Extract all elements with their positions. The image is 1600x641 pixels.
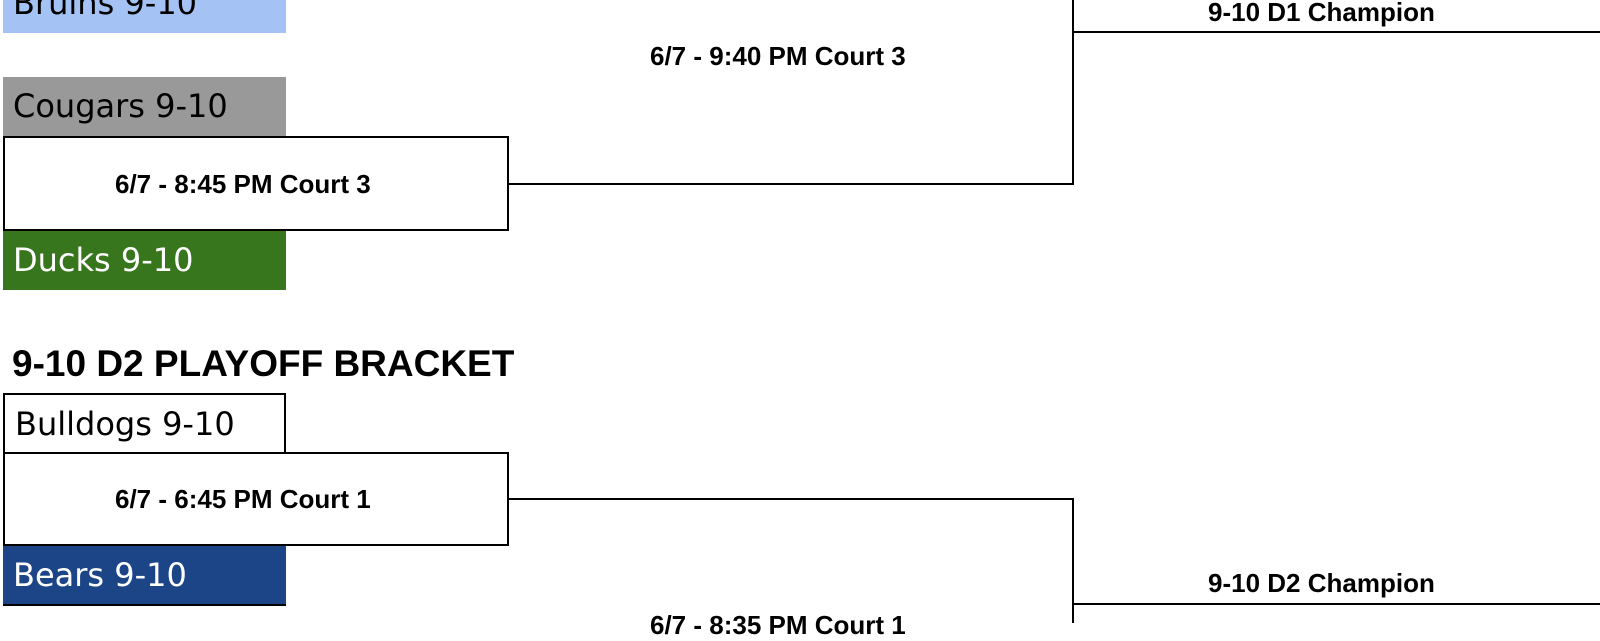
team-label: Bulldogs 9-10	[15, 405, 235, 443]
game-time-d2-semifinal: 6/7 - 6:45 PM Court 1	[115, 484, 371, 514]
team-label: Bears 9-10	[13, 556, 187, 594]
bracket-title-d2: 9-10 D2 PLAYOFF BRACKET	[12, 343, 515, 384]
team-label: Cougars 9-10	[13, 87, 228, 125]
connector-d1-semifinal	[507, 183, 1074, 185]
bracket-bottom-d2	[3, 544, 509, 546]
team-label: Bruins 9-10	[13, 0, 198, 22]
bracket-top-d2	[284, 452, 509, 454]
champion-line-d1	[1073, 31, 1600, 33]
bracket-top-d1	[3, 136, 509, 138]
team-slot-bears: Bears 9-10	[3, 546, 286, 605]
champion-line-d2	[1073, 603, 1600, 605]
connector-d1-final	[1072, 0, 1074, 185]
game-time-d1-semifinal: 6/7 - 8:45 PM Court 3	[115, 169, 371, 199]
game-time-d1-final: 6/7 - 9:40 PM Court 3	[650, 41, 906, 71]
game-time-d2-final: 6/7 - 8:35 PM Court 1	[650, 610, 906, 640]
bracket-left-d2	[3, 452, 5, 546]
team-slot-bears-underline	[3, 604, 286, 606]
team-slot-cougars: Cougars 9-10	[3, 77, 286, 136]
connector-d2-final	[1072, 498, 1074, 623]
champion-label-d1: 9-10 D1 Champion	[1208, 0, 1435, 27]
team-slot-bulldogs: Bulldogs 9-10	[3, 393, 286, 454]
connector-d2-semifinal	[507, 498, 1074, 500]
team-label: Ducks 9-10	[13, 241, 194, 279]
bracket-left-d1	[3, 136, 5, 231]
team-slot-ducks: Ducks 9-10	[3, 231, 286, 290]
team-slot-bruins: Bruins 9-10	[3, 0, 286, 33]
champion-label-d2: 9-10 D2 Champion	[1208, 568, 1435, 598]
bracket-bottom-d1	[3, 229, 509, 231]
